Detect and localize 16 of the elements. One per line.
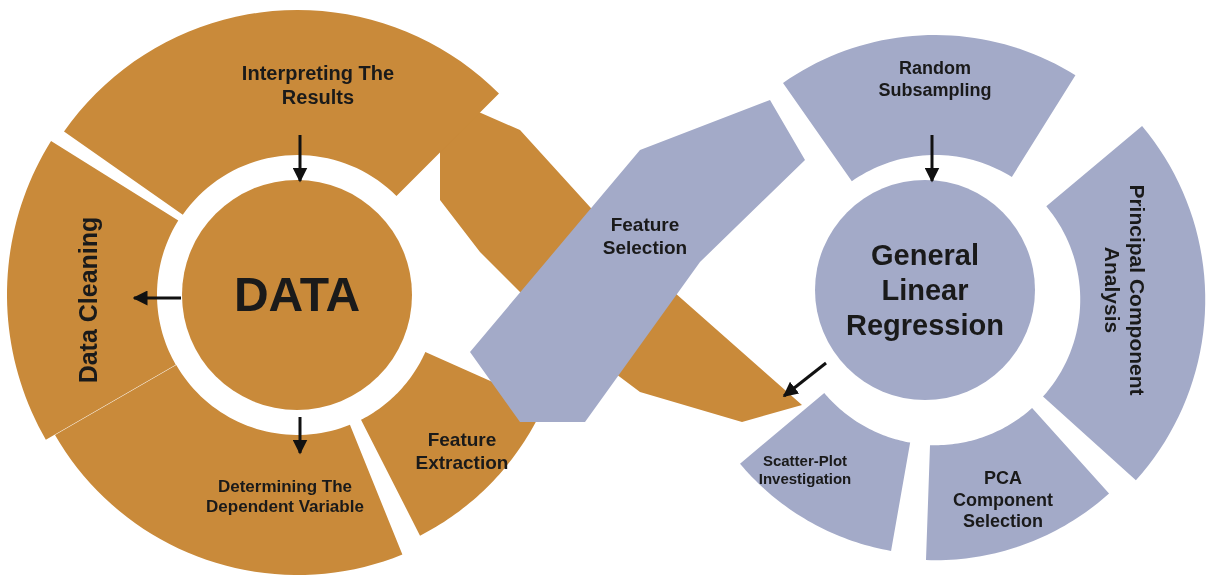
arrow xyxy=(924,135,940,183)
step-label: Principal Component Analysis xyxy=(1100,183,1151,398)
step-label: PCA Component Selection xyxy=(952,467,1054,533)
step-label: Scatter-Plot Investigation xyxy=(757,452,853,488)
step-label: Feature Selection xyxy=(601,214,689,260)
arrow xyxy=(132,290,181,306)
arrow xyxy=(292,417,308,455)
step-label: Data Cleaning xyxy=(73,215,103,386)
arrow xyxy=(292,135,308,183)
center-title: General Linear Regression xyxy=(845,237,1005,343)
step-label: Random Subsampling xyxy=(877,58,993,102)
step-label: Determining The Dependent Variable xyxy=(205,476,365,518)
center-title: DATA xyxy=(232,267,362,324)
step-label: Interpreting The Results xyxy=(240,61,396,109)
arrow xyxy=(782,361,827,398)
step-label: Feature Extraction xyxy=(414,429,510,475)
